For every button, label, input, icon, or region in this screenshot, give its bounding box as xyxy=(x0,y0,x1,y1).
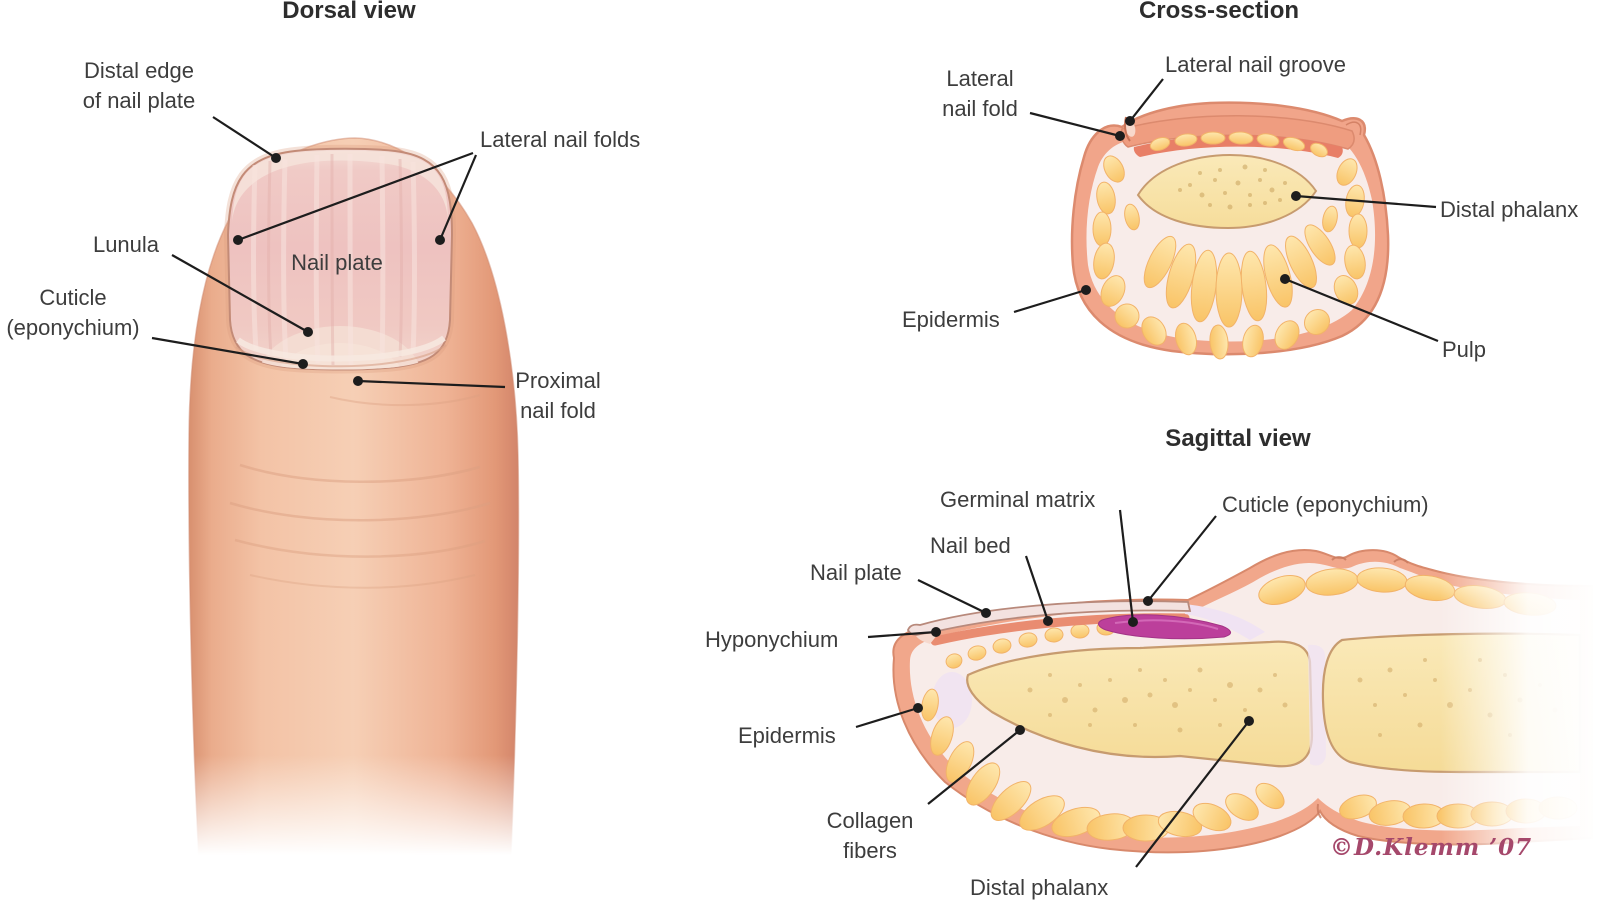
dorsal-view-title: Dorsal view xyxy=(282,0,416,24)
label-collagen-fibers: Collagen fibers xyxy=(826,808,914,863)
label-distal-phalanx-sagittal: Distal phalanx xyxy=(970,875,1109,900)
label-lateral-nail-fold-cross: Lateral nail fold xyxy=(942,66,1018,121)
label-proximal-nail-fold: Proximal nail fold xyxy=(515,368,601,423)
fold-underside-strip xyxy=(1185,604,1265,640)
label-nail-bed: Nail bed xyxy=(930,533,1011,558)
bone-speckles xyxy=(1178,164,1287,210)
label-distal-phalanx-cross: Distal phalanx xyxy=(1440,197,1579,222)
label-pulp: Pulp xyxy=(1442,337,1487,362)
right-fold-crease xyxy=(1345,121,1362,136)
sagittal-view-title: Sagittal view xyxy=(1165,425,1311,452)
skin-wrinkles xyxy=(229,394,491,589)
label-hyponychium: Hyponychium xyxy=(705,627,839,652)
label-cuticle-eponychium-sagittal: Cuticle (eponychium) xyxy=(1222,492,1429,517)
dorsal-finger-illustration xyxy=(180,137,525,880)
label-distal-edge-of-nail-plate: Distal edge of nail plate xyxy=(82,58,196,113)
right-fade xyxy=(1440,540,1600,880)
bottom-fade xyxy=(180,755,525,880)
knuckle-creases xyxy=(1316,556,1409,819)
label-lateral-nail-groove: Lateral nail groove xyxy=(1165,52,1347,77)
label-lateral-nail-folds: Lateral nail folds xyxy=(480,127,641,152)
joint-space xyxy=(1308,644,1326,766)
label-epidermis-sagittal: Epidermis xyxy=(738,723,836,748)
label-epidermis-cross: Epidermis xyxy=(902,307,1000,332)
label-nail-plate-sagittal: Nail plate xyxy=(810,560,902,585)
sagittal-illustration xyxy=(892,540,1600,880)
label-cuticle-eponychium-dorsal: Cuticle (eponychium) xyxy=(6,285,140,340)
lavender-gap xyxy=(932,672,972,728)
distal-phalanx-bone xyxy=(1136,153,1318,230)
artist-signature: ©D.Klemm ’07 xyxy=(1330,834,1533,861)
label-lunula: Lunula xyxy=(92,232,160,257)
cross-section-title: Cross-section xyxy=(1138,0,1300,24)
cross-section-illustration xyxy=(1070,101,1390,360)
label-nail-plate-dorsal: Nail plate xyxy=(291,250,383,275)
label-germinal-matrix: Germinal matrix xyxy=(940,487,1096,512)
